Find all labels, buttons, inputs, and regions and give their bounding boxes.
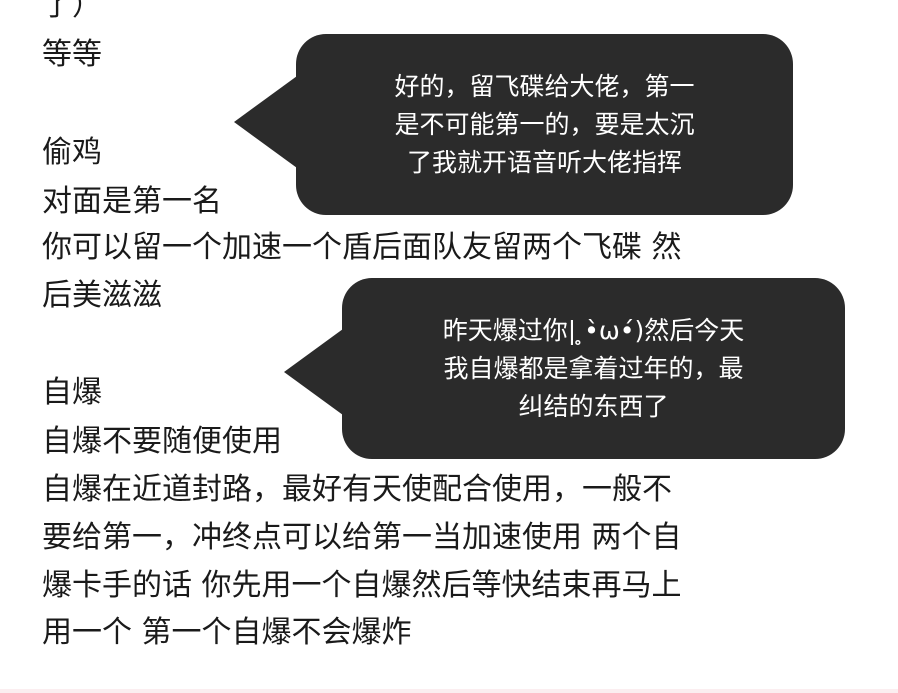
chat-bubble-text: 昨天爆过你| ̥•̀ω•́)然后今天 我自爆都是拿着过年的，最 纠结的东西了 bbox=[442, 315, 745, 421]
note-line: 自爆 bbox=[42, 375, 102, 410]
note-line: 偷鸡 bbox=[42, 135, 102, 170]
chat-bubble: 昨天爆过你| ̥•̀ω•́)然后今天 我自爆都是拿着过年的，最 纠结的东西了 bbox=[342, 278, 845, 459]
chat-bubble: 好的，留飞碟给大佬，第一 是不可能第一的，要是太沉 了我就开语音听大佬指挥 bbox=[296, 34, 793, 215]
chat-bubble-text: 好的，留飞碟给大佬，第一 是不可能第一的，要是太沉 了我就开语音听大佬指挥 bbox=[394, 71, 695, 177]
note-line: 要给第一，冲终点可以给第一当加速使用 两个自 bbox=[42, 520, 682, 555]
note-line: 了） bbox=[42, 0, 102, 23]
note-line: 爆卡手的话 你先用一个自爆然后等快结束再马上 bbox=[42, 568, 682, 603]
note-line: 你可以留一个加速一个盾后面队友留两个飞碟 然 bbox=[42, 230, 682, 265]
note-line: 用一个 第一个自爆不会爆炸 bbox=[42, 615, 412, 650]
note-line: 后美滋滋 bbox=[42, 278, 162, 313]
note-line: 对面是第一名 bbox=[42, 184, 222, 219]
note-line: 等等 bbox=[42, 37, 102, 72]
bottom-divider bbox=[0, 689, 898, 693]
note-line: 自爆不要随便使用 bbox=[42, 424, 282, 459]
note-line: 自爆在近道封路，最好有天使配合使用，一般不 bbox=[42, 472, 672, 507]
